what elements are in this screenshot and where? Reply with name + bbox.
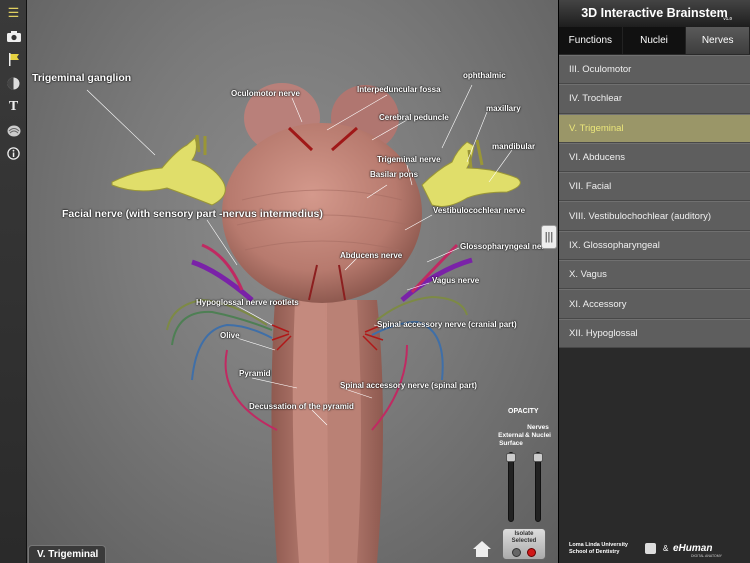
label-maxillary: maxillary xyxy=(486,104,521,113)
label-basilar-pons: Basilar pons xyxy=(370,170,419,179)
text-icon[interactable]: T xyxy=(8,98,19,114)
nerve-item-vestibulocochlear[interactable]: VIII. Vestibulochochlear (auditory) xyxy=(559,201,750,231)
isolate-selected-button[interactable]: Isolate Selected xyxy=(502,528,546,560)
label-glossopharyngeal-nerve: Glossopharyngeal ner xyxy=(460,242,545,251)
ampersand: & xyxy=(663,544,669,553)
brain-icon[interactable] xyxy=(4,121,23,140)
camera-icon[interactable] xyxy=(4,27,23,46)
brainstem-model[interactable] xyxy=(27,0,558,563)
opacity-title: OPACITY xyxy=(508,408,539,415)
tab-functions[interactable]: Functions xyxy=(559,27,623,54)
label-vagus-nerve: Vagus nerve xyxy=(432,276,480,285)
nerve-item-accessory[interactable]: XI. Accessory xyxy=(559,289,750,319)
label-cerebral-peduncle: Cerebral peduncle xyxy=(379,113,449,122)
label-pyramid: Pyramid xyxy=(239,369,271,378)
nerve-item-facial[interactable]: VII. Facial xyxy=(559,172,750,202)
label-vestibulocochlear-nerve: Vestibulocochlear nerve xyxy=(433,206,526,215)
app-title: 3D Interactive Brainstem v1.0 xyxy=(559,0,750,27)
nerve-item-vagus[interactable]: X. Vagus xyxy=(559,260,750,290)
label-hypoglossal-rootlets: Hypoglossal nerve rootlets xyxy=(196,298,299,307)
label-trigeminal-nerve: Trigeminal nerve xyxy=(377,155,441,164)
panel-footer: Loma Linda University School of Dentistr… xyxy=(559,541,750,559)
nerve-item-oculomotor[interactable]: III. Oculomotor xyxy=(559,55,750,85)
list-icon[interactable]: ☰ xyxy=(7,4,20,20)
nerve-item-trigeminal[interactable]: V. Trigeminal xyxy=(559,113,750,143)
school-name: School of Dentistry xyxy=(569,549,620,555)
panel-tabs: Functions Nuclei Nerves xyxy=(559,27,750,54)
flag-icon[interactable] xyxy=(4,50,23,69)
home-icon[interactable] xyxy=(472,540,492,558)
brainstem-viewport[interactable]: Trigeminal ganglion Oculomotor nerve Int… xyxy=(27,0,558,563)
tab-nuclei[interactable]: Nuclei xyxy=(623,27,687,54)
label-decussation-pyramid: Decussation of the pyramid xyxy=(249,402,354,411)
university-logo: Loma Linda University School of Dentistr… xyxy=(569,542,628,556)
label-spinal-accessory-cranial: Spinal accessory nerve (cranial part) xyxy=(377,320,517,329)
label-facial-nerve: Facial nerve (with sensory part -nervus … xyxy=(62,208,323,220)
nerve-item-glossopharyngeal[interactable]: IX. Glossopharyngeal xyxy=(559,230,750,261)
app-title-text: 3D Interactive Brainstem xyxy=(581,6,728,20)
label-mandibular: mandibular xyxy=(492,142,536,151)
panel-split-handle[interactable]: ||| xyxy=(541,225,557,249)
university-name: Loma Linda University xyxy=(569,542,628,548)
label-ophthalmic: ophthalmic xyxy=(463,71,506,80)
external-surface-label: External Surface xyxy=(498,432,524,447)
selected-nerve-tab: V. Trigeminal xyxy=(28,545,106,563)
external-surface-slider[interactable] xyxy=(506,452,516,522)
nerve-item-trochlear[interactable]: IV. Trochlear xyxy=(559,84,750,114)
isolate-selected-label: Isolate Selected xyxy=(511,531,537,544)
label-trigeminal-ganglion: Trigeminal ganglion xyxy=(32,72,132,84)
nerves-nuclei-label: Nerves & Nuclei xyxy=(524,424,551,439)
nerves-nuclei-slider[interactable] xyxy=(533,452,543,522)
external-surface-knob[interactable] xyxy=(506,453,516,462)
app-version: v1.0 xyxy=(723,16,732,21)
nerve-item-abducens[interactable]: VI. Abducens xyxy=(559,142,750,173)
ehuman-subtitle: DIGITAL ANATOMY xyxy=(691,554,722,558)
red-toggle-dot xyxy=(527,548,536,557)
tab-nerves[interactable]: Nerves xyxy=(686,27,750,54)
eye-logo-icon xyxy=(645,543,656,554)
gray-toggle-dot xyxy=(512,548,521,557)
label-spinal-accessory-spinal: Spinal accessory nerve (spinal part) xyxy=(340,381,477,390)
left-toolbar: ☰ T xyxy=(0,0,27,563)
label-oculomotor-nerve: Oculomotor nerve xyxy=(231,89,300,98)
nerves-nuclei-knob[interactable] xyxy=(533,453,543,462)
sphere-icon[interactable] xyxy=(4,74,23,93)
ehuman-logo: eHuman xyxy=(673,543,713,554)
nerve-list: III. Oculomotor IV. Trochlear V. Trigemi… xyxy=(559,55,750,348)
info-icon[interactable] xyxy=(4,144,23,163)
label-abducens-nerve: Abducens nerve xyxy=(340,251,403,260)
nerve-panel: 3D Interactive Brainstem v1.0 Functions … xyxy=(558,0,750,563)
nerve-item-hypoglossal[interactable]: XII. Hypoglossal xyxy=(559,318,750,348)
label-olive: Olive xyxy=(220,331,240,340)
label-interpeduncular-fossa: Interpeduncular fossa xyxy=(357,85,441,94)
